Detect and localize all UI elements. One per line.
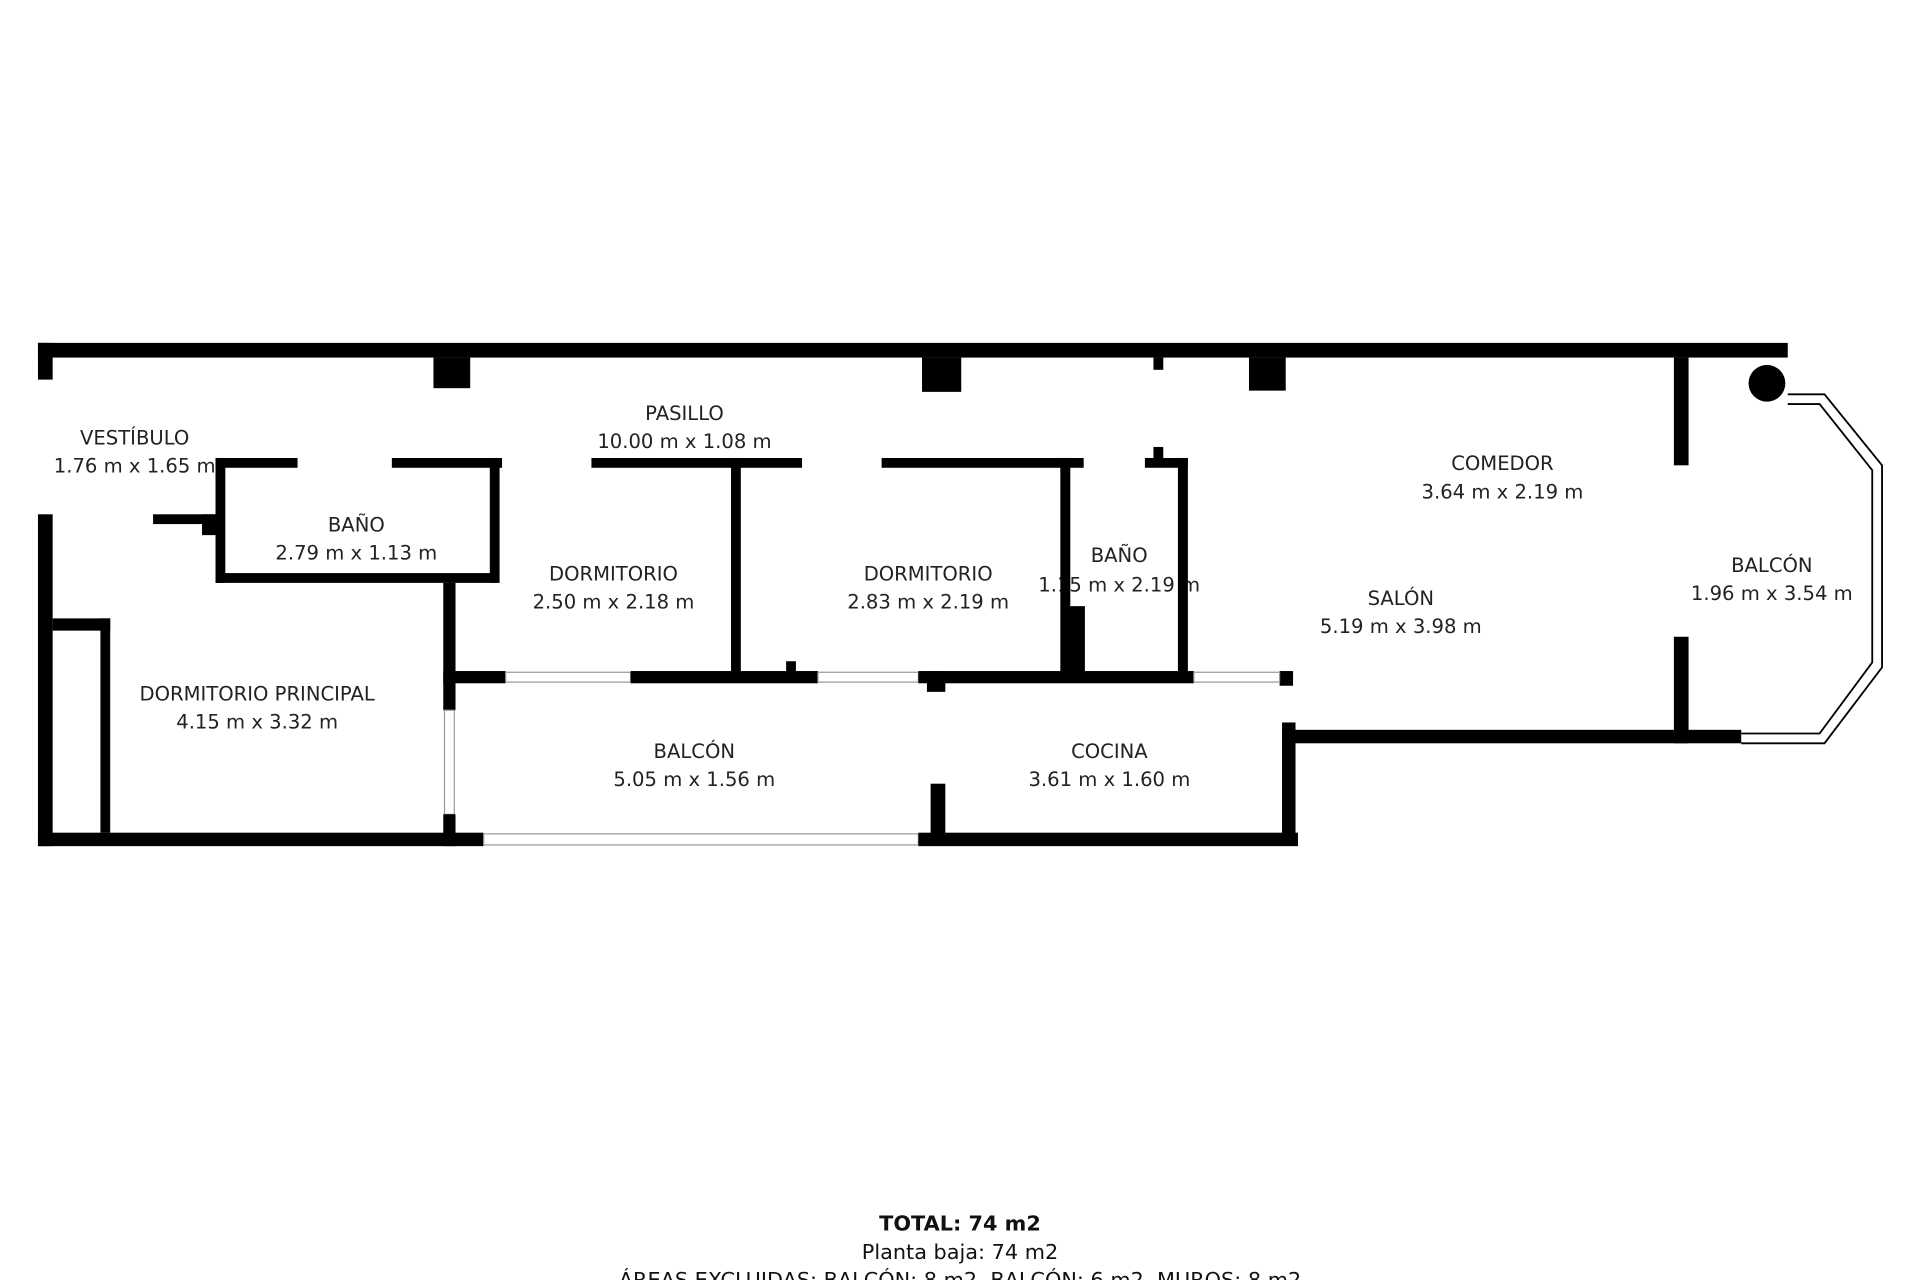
window xyxy=(817,671,919,683)
hall-wall xyxy=(591,457,803,468)
balcon-wall xyxy=(918,671,1194,684)
room-size: 5.19 m x 3.98 m xyxy=(1320,615,1482,638)
total-area: TOTAL: 74 m2 xyxy=(879,1212,1041,1236)
room-wall xyxy=(489,457,500,583)
room-wall xyxy=(443,814,456,847)
pillar xyxy=(1248,357,1286,391)
room-wall xyxy=(731,457,741,674)
room-name: DORMITORIO xyxy=(549,562,678,585)
hall-wall xyxy=(391,457,503,468)
room-name: VESTÍBULO xyxy=(80,427,189,450)
room-labels: VESTÍBULO 1.76 m x 1.65 m PASILLO 10.00 … xyxy=(54,402,1853,791)
room-name: COCINA xyxy=(1071,740,1148,763)
cocina-right-wall xyxy=(1282,722,1296,845)
salon-bottom-wall xyxy=(1285,729,1742,744)
room-name: SALÓN xyxy=(1368,586,1434,610)
balcon-wall xyxy=(630,671,818,684)
window xyxy=(505,671,632,683)
window-balcon xyxy=(483,833,919,846)
cocina-right-wall xyxy=(1279,671,1294,686)
vestibulo-wall xyxy=(202,514,221,536)
pasillo-end-wall xyxy=(1153,446,1164,462)
vestibulo-wall xyxy=(153,514,216,525)
room-size: 10.00 m x 1.08 m xyxy=(597,430,771,453)
room-name: PASILLO xyxy=(645,402,724,425)
window xyxy=(443,709,455,815)
column xyxy=(1748,364,1786,402)
room-size: 4.15 m x 3.32 m xyxy=(176,711,338,734)
room-name: BALCÓN xyxy=(1731,553,1812,577)
room-wall xyxy=(443,582,456,711)
bottom-wall-right xyxy=(918,832,1298,847)
room-size: 3.61 m x 1.60 m xyxy=(1028,768,1190,791)
room-size: 1.96 m x 3.54 m xyxy=(1691,582,1853,605)
bay-balcony xyxy=(1741,393,1883,745)
pillar xyxy=(922,357,962,392)
bano-wall xyxy=(215,573,498,583)
room-name: BAÑO xyxy=(1091,544,1148,567)
hall-wall xyxy=(881,457,1084,468)
salon-right-wall xyxy=(1673,357,1689,466)
hall-wall xyxy=(215,457,298,468)
pasillo-end-wall xyxy=(1153,357,1164,370)
room-size: 2.79 m x 1.13 m xyxy=(275,542,437,565)
excluded-areas: ÁREAS EXCLUIDAS: BALCÓN: 8 m2, BALCÓN: 6… xyxy=(619,1267,1301,1280)
salon-right-wall xyxy=(1673,636,1689,744)
room-name: BAÑO xyxy=(328,513,385,536)
room-size: 3.64 m x 2.19 m xyxy=(1422,480,1584,503)
room-size: 1.76 m x 1.65 m xyxy=(54,455,216,478)
room-name: BALCÓN xyxy=(654,739,735,763)
balcon-wall xyxy=(443,671,506,684)
room-name: DORMITORIO xyxy=(864,562,993,585)
room-size: 1.15 m x 2.19 m xyxy=(1038,573,1200,596)
top-wall xyxy=(37,342,1788,358)
bano-wall-overlay xyxy=(1177,457,1188,674)
floor-area: Planta baja: 74 m2 xyxy=(862,1240,1058,1264)
room-wall xyxy=(786,661,796,674)
pillar xyxy=(433,357,471,389)
room-name: DORMITORIO PRINCIPAL xyxy=(140,682,375,705)
room-size: 2.50 m x 2.18 m xyxy=(533,591,695,614)
hall-wall xyxy=(1144,457,1188,468)
bottom-wall-left xyxy=(37,832,484,847)
room-wall xyxy=(1060,606,1085,674)
bano-wall-overlay xyxy=(1060,457,1071,605)
left-wall-upper xyxy=(37,342,53,380)
room-size: 2.83 m x 2.19 m xyxy=(847,591,1009,614)
window xyxy=(1193,671,1281,683)
walls xyxy=(37,342,1788,847)
closet-wall xyxy=(52,618,111,631)
left-wall-lower xyxy=(37,514,53,847)
room-wall xyxy=(930,783,946,845)
area-summary: TOTAL: 74 m2 Planta baja: 74 m2 ÁREAS EX… xyxy=(619,1212,1301,1280)
closet-wall xyxy=(100,618,111,833)
room-size: 5.05 m x 1.56 m xyxy=(613,768,775,791)
room-name: COMEDOR xyxy=(1451,452,1554,475)
